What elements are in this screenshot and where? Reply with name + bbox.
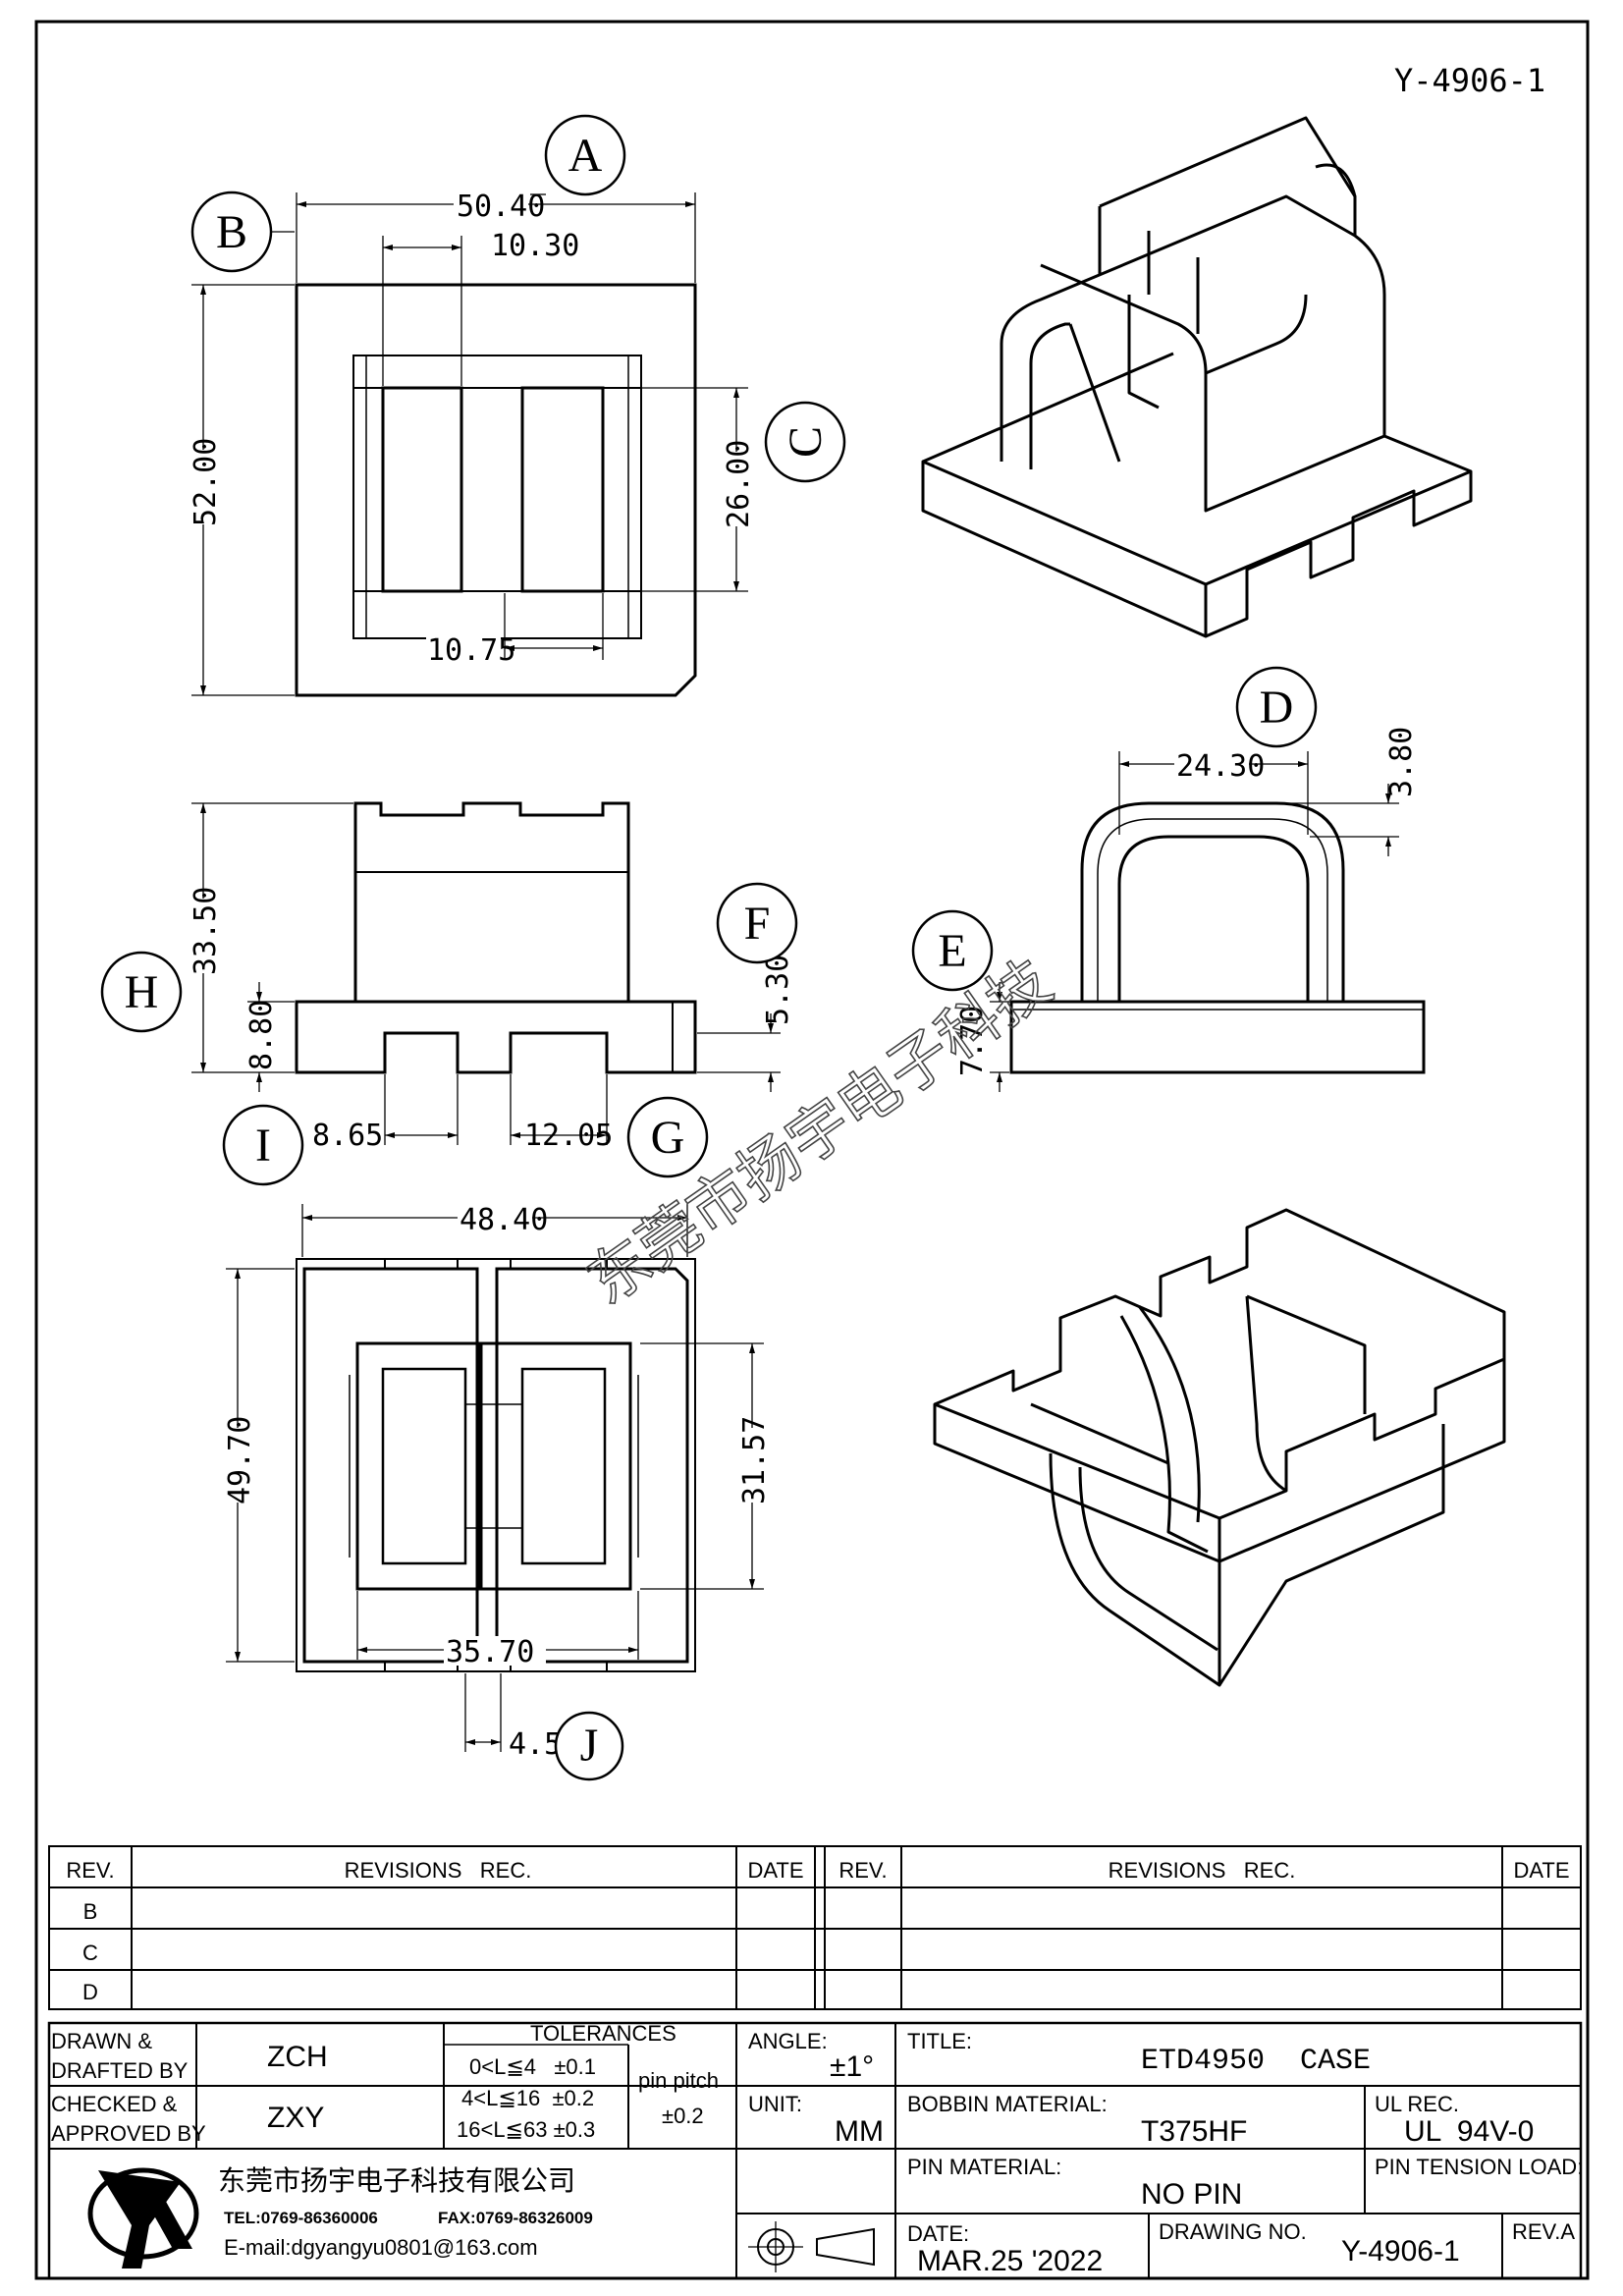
- dim-gap: 10.75: [427, 633, 515, 668]
- dim-arch-width: 24.30: [1176, 749, 1265, 784]
- drawing-code: Y-4906-1: [1394, 62, 1545, 99]
- balloon-a: A: [568, 130, 603, 182]
- rev-row-c: C: [82, 1941, 98, 1965]
- angle-value: ±1°: [830, 2050, 874, 2083]
- bottom-view-dims: [226, 1204, 764, 1752]
- dim-inner-height: 26.00: [722, 440, 756, 528]
- tolerance-1: 0<L≦4 ±0.1: [469, 2054, 596, 2079]
- dim-base-depth: 49.70: [223, 1416, 257, 1504]
- dim-bobbin-length: 31.57: [737, 1416, 772, 1504]
- balloon-j: J: [580, 1720, 599, 1772]
- isometric-view-bottom: [933, 1208, 1506, 1687]
- dim-wall-thickness: 3.80: [1384, 727, 1419, 797]
- balloon-h: H: [125, 966, 159, 1018]
- tolerances-label: TOLERANCES: [530, 2021, 676, 2046]
- dim-width-overall: 50.40: [457, 190, 545, 224]
- ul-rec-label: UL REC.: [1375, 2092, 1459, 2116]
- balloon-d: D: [1260, 682, 1294, 734]
- pin-material-value: NO PIN: [1141, 2178, 1242, 2211]
- unit-value: MM: [835, 2115, 884, 2148]
- drawn-value: ZCH: [267, 2041, 328, 2073]
- revision-table: [48, 1845, 1582, 2010]
- rev-row-d: D: [82, 1980, 98, 2004]
- top-view-dims: [191, 192, 748, 696]
- drawn-label-2: DRAFTED BY: [51, 2058, 189, 2083]
- revisions-header-right: REVISIONS REC.: [1109, 1858, 1296, 1883]
- balloon-i: I: [255, 1120, 271, 1172]
- drawing-no-label: DRAWING NO.: [1159, 2219, 1307, 2244]
- title-block: [47, 2021, 1583, 2280]
- isometric-view-top: [921, 116, 1473, 638]
- pin-tension-label: PIN TENSION LOAD:: [1375, 2155, 1583, 2179]
- unit-label: UNIT:: [748, 2092, 802, 2116]
- dim-winding-width: 10.30: [491, 229, 579, 263]
- date-header-left: DATE: [747, 1858, 803, 1883]
- bobbin-material-label: BOBBIN MATERIAL:: [907, 2092, 1108, 2116]
- rev-label: REV.A: [1512, 2219, 1575, 2244]
- pin-material-label: PIN MATERIAL:: [907, 2155, 1061, 2179]
- rev-header-right: REV.: [839, 1858, 887, 1883]
- balloon-b: B: [216, 206, 247, 258]
- revisions-header-left: REVISIONS REC.: [345, 1858, 532, 1883]
- angle-label: ANGLE:: [748, 2029, 828, 2053]
- dim-bobbin-width: 35.70: [446, 1635, 534, 1669]
- balloon-c: C: [780, 426, 832, 458]
- company-fax: FAX:0769-86326009: [438, 2209, 593, 2227]
- tolerance-2: 4<L≦16 ±0.2: [461, 2086, 594, 2110]
- dim-depth-overall: 52.00: [189, 438, 223, 526]
- rev-header-left: REV.: [66, 1858, 114, 1883]
- bobbin-material-value: T375HF: [1141, 2115, 1247, 2148]
- ul-rec-value: UL 94V-0: [1404, 2115, 1534, 2148]
- balloon-e: E: [938, 925, 966, 977]
- dim-notch-width-1: 8.65: [312, 1119, 383, 1153]
- company-logo: [87, 2167, 199, 2269]
- date-value: MAR.25 '2022: [917, 2245, 1103, 2277]
- side-view: [295, 801, 697, 1074]
- tolerance-3: 16<L≦63 ±0.3: [457, 2117, 595, 2142]
- balloon-g: G: [651, 1112, 685, 1164]
- dim-base-width: 48.40: [460, 1203, 548, 1237]
- company-email: E-mail:dgyangyu0801@163.com: [224, 2235, 538, 2260]
- dim-notch-width-2: 12.05: [524, 1119, 613, 1153]
- side-view-dims: [191, 802, 781, 1145]
- front-view: [1009, 801, 1426, 1074]
- company-tel: TEL:0769-86360006: [224, 2209, 378, 2227]
- dim-height-overall: 33.50: [189, 887, 223, 975]
- pin-pitch-value: ±0.2: [662, 2104, 704, 2128]
- rev-row-b: B: [83, 1899, 98, 1924]
- company-name: 东莞市扬宇电子科技有限公司: [218, 2164, 575, 2197]
- checked-label-1: CHECKED &: [51, 2092, 178, 2116]
- date-label: DATE:: [907, 2221, 969, 2246]
- dim-notch-depth: 5.30: [761, 955, 795, 1025]
- bottom-view: [296, 1258, 696, 1672]
- dim-flange-height: 7.70: [955, 1006, 990, 1076]
- pin-pitch-label: pin pitch: [638, 2068, 719, 2093]
- dim-base-height: 8.80: [244, 1000, 279, 1070]
- drawn-label-1: DRAWN &: [51, 2029, 152, 2053]
- title-label: TITLE:: [907, 2029, 972, 2053]
- checked-label-2: APPROVED BY: [51, 2121, 206, 2146]
- title-value: ETD4950 CASE: [1141, 2045, 1371, 2078]
- date-header-right: DATE: [1513, 1858, 1569, 1883]
- balloons: [100, 114, 1318, 1781]
- balloon-f: F: [744, 898, 771, 950]
- checked-value: ZXY: [267, 2102, 324, 2134]
- drawing-no-value: Y-4906-1: [1341, 2235, 1460, 2268]
